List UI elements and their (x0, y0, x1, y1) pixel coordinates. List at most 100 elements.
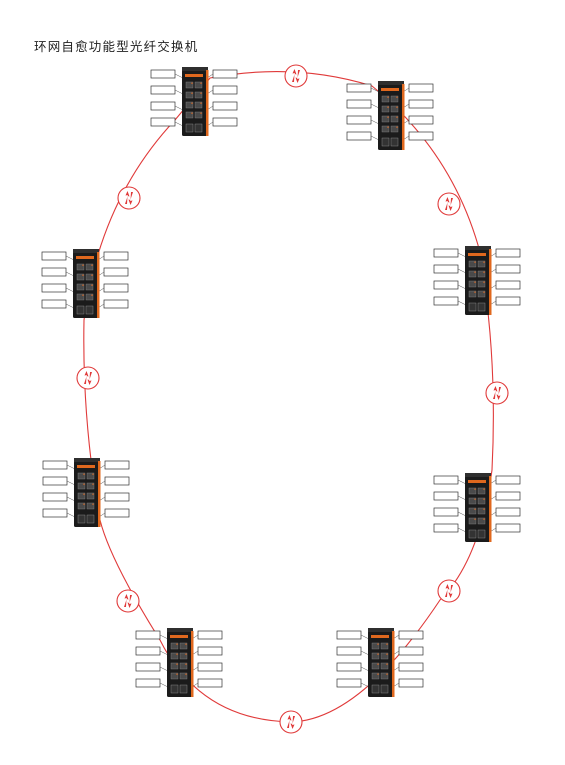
fiber-port (381, 137, 390, 147)
ethernet-port (468, 507, 477, 515)
port-led (483, 281, 485, 283)
ethernet-port (170, 652, 179, 660)
terminal-connector-line (174, 105, 184, 111)
switch-top-cap (74, 458, 100, 462)
terminal-connector-line (65, 303, 75, 309)
port-led (92, 473, 94, 475)
port-led (474, 271, 476, 273)
switch-brand-plate (381, 88, 399, 91)
terminal-label-box (433, 264, 459, 274)
terminal-connector-line (65, 271, 75, 277)
ethernet-port (179, 672, 188, 680)
switch-accent-strip (489, 476, 492, 542)
port-led (191, 92, 193, 94)
switch-brand-plate (468, 480, 486, 483)
fiber-port (85, 305, 94, 315)
port-led (185, 653, 187, 655)
link-circle (437, 579, 461, 603)
arrow-down-icon (87, 372, 92, 385)
switch-top-cap (167, 628, 193, 632)
port-led (377, 643, 379, 645)
port-led (387, 126, 389, 128)
fiber-port (170, 684, 179, 694)
terminal-connector-line (370, 87, 380, 93)
terminal-label-box (135, 646, 161, 656)
terminal-connector-line (360, 634, 370, 640)
terminal-label-box (104, 508, 130, 518)
terminal-connector-line (370, 119, 380, 125)
ethernet-port (185, 91, 194, 99)
ethernet-port (468, 280, 477, 288)
terminal-connector-line (360, 682, 370, 688)
terminal-connector-line (65, 255, 75, 261)
terminal-label-box (212, 85, 238, 95)
terminal-label-box (197, 678, 223, 688)
terminal-label-box (346, 115, 372, 125)
switch-brand-plate (185, 74, 203, 77)
ethernet-port (380, 662, 389, 670)
terminal-label-box (212, 69, 238, 79)
ethernet-port (170, 672, 179, 680)
port-led (396, 126, 398, 128)
ethernet-port (477, 290, 486, 298)
link-5-bidirectional-arrows-icon (279, 710, 303, 734)
arrow-down-icon (448, 198, 453, 211)
terminal-label-box (408, 131, 434, 141)
terminal-connector-line (66, 480, 76, 486)
port-led (92, 493, 94, 495)
fiber-port (468, 529, 477, 539)
port-led (82, 294, 84, 296)
port-led (82, 284, 84, 286)
ethernet-port (477, 497, 486, 505)
ethernet-port (170, 662, 179, 670)
port-led (185, 673, 187, 675)
fiber-port (194, 123, 203, 133)
ethernet-port (371, 672, 380, 680)
terminal-label-box (398, 678, 424, 688)
terminal-connector-line (159, 650, 169, 656)
terminal-label-box (103, 267, 129, 277)
terminal-label-box (433, 296, 459, 306)
port-led (474, 518, 476, 520)
arrow-up-icon (124, 594, 129, 607)
ethernet-port (76, 283, 85, 291)
ethernet-port (477, 270, 486, 278)
terminal-connector-line (370, 103, 380, 109)
arrow-up-icon (292, 69, 297, 82)
ethernet-port (194, 81, 203, 89)
terminal-label-box (41, 299, 67, 309)
port-led (474, 498, 476, 500)
terminal-connector-line (457, 268, 467, 274)
terminal-label-box (42, 476, 68, 486)
terminal-label-box (42, 508, 68, 518)
ethernet-port (194, 91, 203, 99)
ethernet-port (85, 263, 94, 271)
ethernet-port (390, 95, 399, 103)
terminal-label-box (150, 85, 176, 95)
terminal-connector-line (457, 527, 467, 533)
terminal-label-box (346, 99, 372, 109)
terminal-label-box (398, 646, 424, 656)
ethernet-port (371, 662, 380, 670)
fiber-port (76, 305, 85, 315)
ethernet-port (468, 497, 477, 505)
terminal-connector-line (66, 496, 76, 502)
ethernet-port (380, 672, 389, 680)
ethernet-port (86, 472, 95, 480)
link-circle (117, 186, 141, 210)
terminal-label-box (408, 83, 434, 93)
port-led (483, 518, 485, 520)
ethernet-port (371, 652, 380, 660)
terminal-label-box (495, 248, 521, 258)
port-led (377, 653, 379, 655)
ethernet-port (86, 492, 95, 500)
ethernet-port (468, 260, 477, 268)
port-led (191, 82, 193, 84)
terminal-label-box (150, 69, 176, 79)
switch-brand-plate (76, 256, 94, 259)
terminal-label-box (336, 630, 362, 640)
port-led (83, 473, 85, 475)
switch-8-industrial-switch (336, 628, 424, 697)
link-circle (116, 589, 140, 613)
